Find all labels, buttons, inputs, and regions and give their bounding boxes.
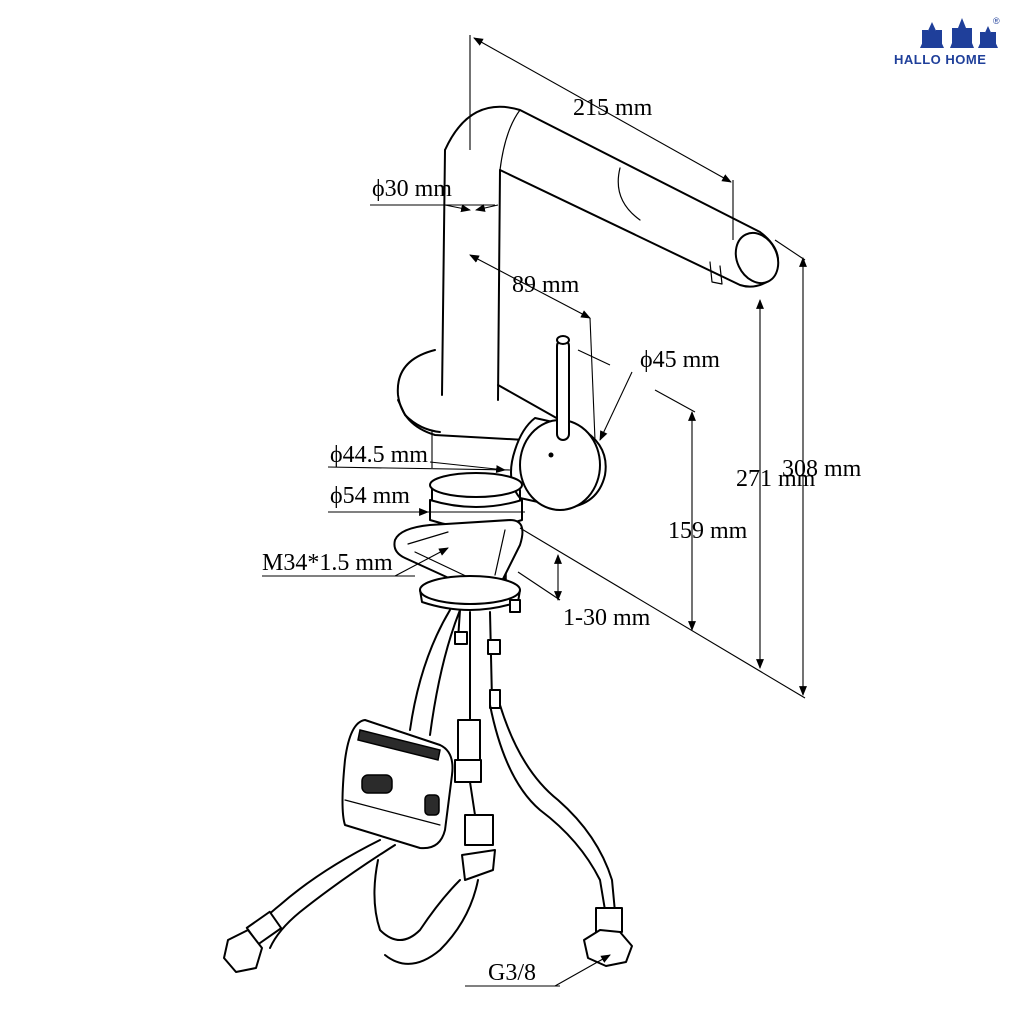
rod-clip <box>489 689 501 709</box>
elbow-inner <box>499 109 521 171</box>
hose-connector-right <box>583 907 633 967</box>
brand-logo: ® HALLO HOME <box>894 16 1000 67</box>
brand-name: HALLO HOME <box>894 52 986 67</box>
ext-130 <box>517 571 561 601</box>
ext-89 <box>589 317 596 441</box>
label-base-diameter-lower: ϕ54 mm <box>330 483 410 509</box>
faucet-drawing <box>223 105 780 973</box>
label-thread-size: M34*1.5 mm <box>262 550 393 576</box>
label-hose-connector: G3/8 <box>488 960 536 986</box>
spout-arm <box>444 105 779 288</box>
spray-nozzle <box>709 261 723 285</box>
counterweight-band <box>357 729 441 761</box>
supply-hose-center <box>373 859 479 965</box>
mixer-body-left <box>397 399 441 433</box>
rod-nut-left <box>454 631 468 645</box>
leader-g38 <box>554 954 611 987</box>
ext-base-reference <box>519 527 806 699</box>
label-handle-body-diameter: ϕ45 mm <box>640 347 720 373</box>
rod-nut-right <box>487 639 501 655</box>
leader-45-base <box>577 349 611 366</box>
label-base-diameter-upper: ϕ44.5 mm <box>330 442 428 468</box>
counterweight-clip <box>361 774 393 794</box>
counterweight-latch <box>424 794 440 816</box>
label-spout-height: 271 mm <box>736 466 816 492</box>
mixer-body <box>396 349 561 441</box>
rod-lower <box>469 781 476 816</box>
dim-30-arrow-b <box>475 204 499 212</box>
spout-tip <box>734 231 780 285</box>
ext-308-top <box>774 239 806 261</box>
leader-45 <box>599 371 633 441</box>
label-deck-thickness: 1-30 mm <box>563 605 651 631</box>
brand-building-icon <box>920 18 998 48</box>
supply-hose-right <box>489 704 616 913</box>
dim-89 <box>469 254 591 319</box>
dim-30-arrow-a <box>444 204 471 213</box>
leader-m34 <box>394 547 449 577</box>
label-total-height: 308 mm <box>782 456 862 482</box>
lever-handle <box>556 339 570 441</box>
label-body-height: 159 mm <box>668 518 748 544</box>
label-tube-diameter: ϕ30 mm <box>372 176 452 202</box>
dim-215 <box>473 37 732 183</box>
counterweight-seam <box>344 799 441 826</box>
dimension-lines <box>262 35 807 987</box>
pullout-hose <box>409 609 461 736</box>
rod-connector-lower <box>464 814 494 846</box>
dim-445-arrow <box>429 461 506 473</box>
base-ring-top <box>429 472 523 498</box>
mounting-washer <box>419 575 521 605</box>
rod-nut-small <box>509 599 521 613</box>
handle-indicator-dot <box>548 452 554 458</box>
label-spout-length: 215 mm <box>573 95 653 121</box>
bracket-inner <box>407 529 506 579</box>
dim-445-line <box>327 466 511 471</box>
rod-connector-hex <box>454 759 482 783</box>
ext-159-top <box>654 389 696 413</box>
dimension-labels: 215 mm ϕ30 mm 89 mm ϕ45 mm ϕ44.5 mm ϕ54 … <box>262 95 862 986</box>
label-spout-offset: 89 mm <box>512 272 580 298</box>
lever-top <box>556 335 570 345</box>
rod-connector-upper <box>457 719 481 761</box>
spout-pullout-seam <box>617 167 641 221</box>
hose-connector-left <box>223 910 283 973</box>
registered-mark: ® <box>993 16 1000 26</box>
rod-valve <box>461 849 496 881</box>
